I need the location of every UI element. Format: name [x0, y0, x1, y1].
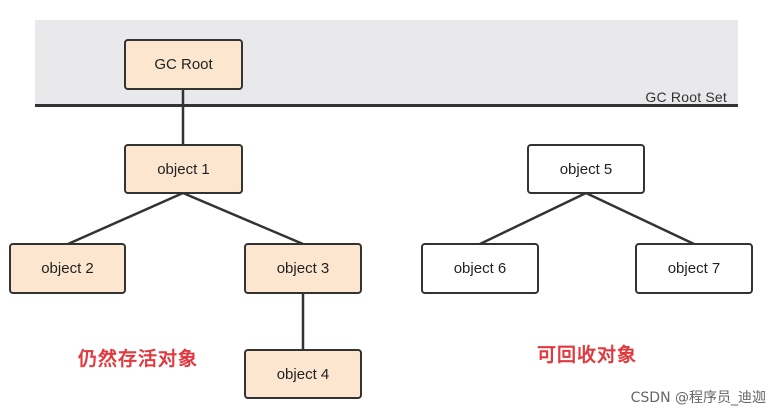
edge-object1-object3 — [182, 191, 304, 246]
node-object-3: object 3 — [244, 243, 362, 294]
edge-object5-object7 — [585, 191, 695, 246]
edge-object1-object2 — [67, 191, 184, 246]
collectable-objects-caption: 可回收对象 — [537, 344, 638, 366]
edge-object5-object6 — [479, 191, 587, 246]
gc-root-set-label: GC Root Set — [645, 89, 727, 105]
reachable-objects-caption: 仍然存活对象 — [78, 348, 199, 370]
node-object-7: object 7 — [635, 243, 753, 294]
gc-root-set-boundary — [35, 104, 738, 107]
node-object-2: object 2 — [9, 243, 126, 294]
node-gc-root: GC Root — [124, 39, 243, 90]
node-object-4: object 4 — [244, 349, 362, 399]
node-object-5: object 5 — [527, 144, 645, 194]
node-object-1: object 1 — [124, 144, 243, 194]
node-object-6: object 6 — [421, 243, 539, 294]
watermark: CSDN @程序员_迪迦 — [630, 390, 766, 406]
